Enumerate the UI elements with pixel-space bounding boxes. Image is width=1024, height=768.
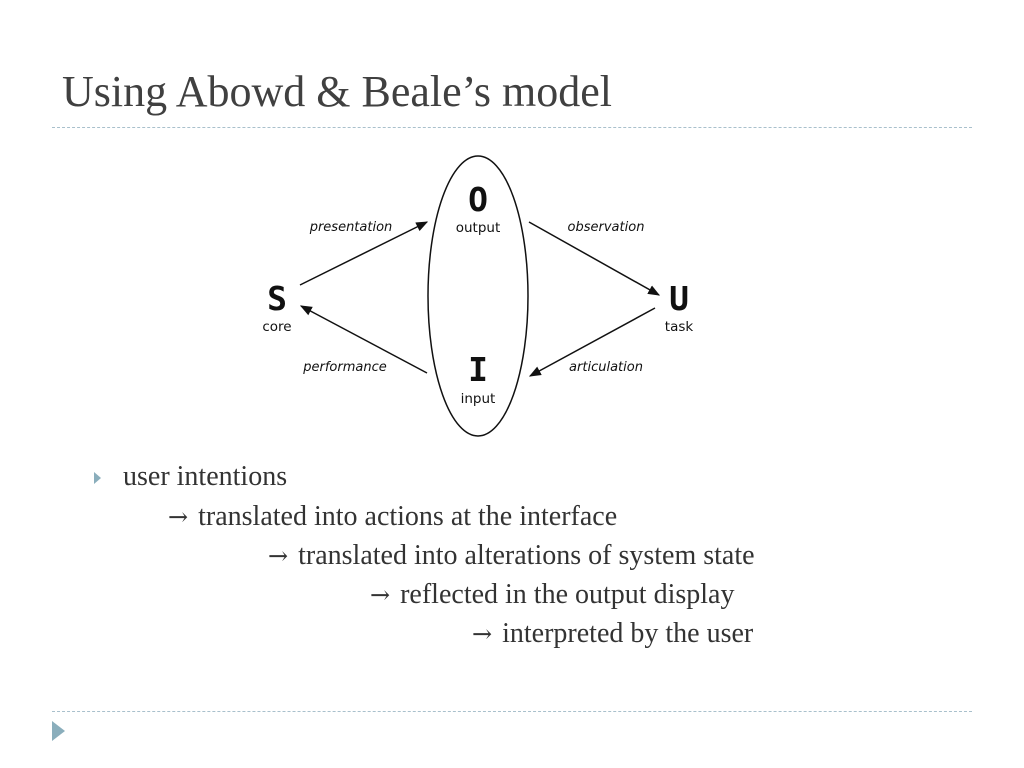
output-node-label: output: [456, 220, 501, 236]
chain-step-5-text: interpreted by the user: [502, 618, 754, 649]
bullet-triangle-icon: [94, 472, 101, 484]
right-arrow-icon: →: [168, 503, 189, 531]
output-node-letter: O: [468, 180, 488, 219]
presentation-label: presentation: [309, 220, 393, 235]
user-node-label: task: [665, 319, 694, 335]
performance-arrow: [299, 305, 428, 374]
articulation-label: articulation: [569, 360, 643, 375]
system-node-label: core: [262, 319, 291, 335]
chain-step-2: → translated into actions at the interfac…: [168, 500, 617, 534]
input-node-label: input: [461, 391, 496, 407]
chain-step-4: → reflected in the output display: [370, 578, 734, 612]
chain-step-1-text: user intentions: [123, 461, 288, 492]
user-node-letter: U: [669, 279, 689, 318]
presentation-arrow: [299, 221, 429, 286]
observation-label: observation: [568, 220, 645, 235]
chain-step-1: user intentions: [123, 460, 287, 494]
observation-arrow: [528, 221, 661, 296]
slide-title: Using Abowd & Beale’s model: [62, 67, 612, 116]
right-arrow-icon: →: [472, 620, 493, 648]
chain-step-4-text: reflected in the output display: [400, 579, 735, 610]
input-node-letter: I: [468, 350, 488, 389]
interface-ellipse: [427, 155, 529, 437]
chain-step-2-text: translated into actions at the interface: [198, 501, 618, 532]
chain-step-5: → interpreted by the user: [472, 617, 753, 651]
articulation-arrow: [528, 307, 656, 377]
chain-step-3-text: translated into alterations of system st…: [298, 540, 755, 571]
title-divider: [52, 127, 972, 128]
system-node-letter: S: [267, 279, 287, 318]
chain-step-3: → translated into alterations of system s…: [268, 539, 755, 573]
right-arrow-icon: →: [370, 581, 391, 609]
performance-label: performance: [302, 360, 386, 375]
right-arrow-icon: →: [268, 542, 289, 570]
footer-divider: [52, 711, 972, 712]
slide-nav-triangle-icon: [52, 721, 65, 741]
